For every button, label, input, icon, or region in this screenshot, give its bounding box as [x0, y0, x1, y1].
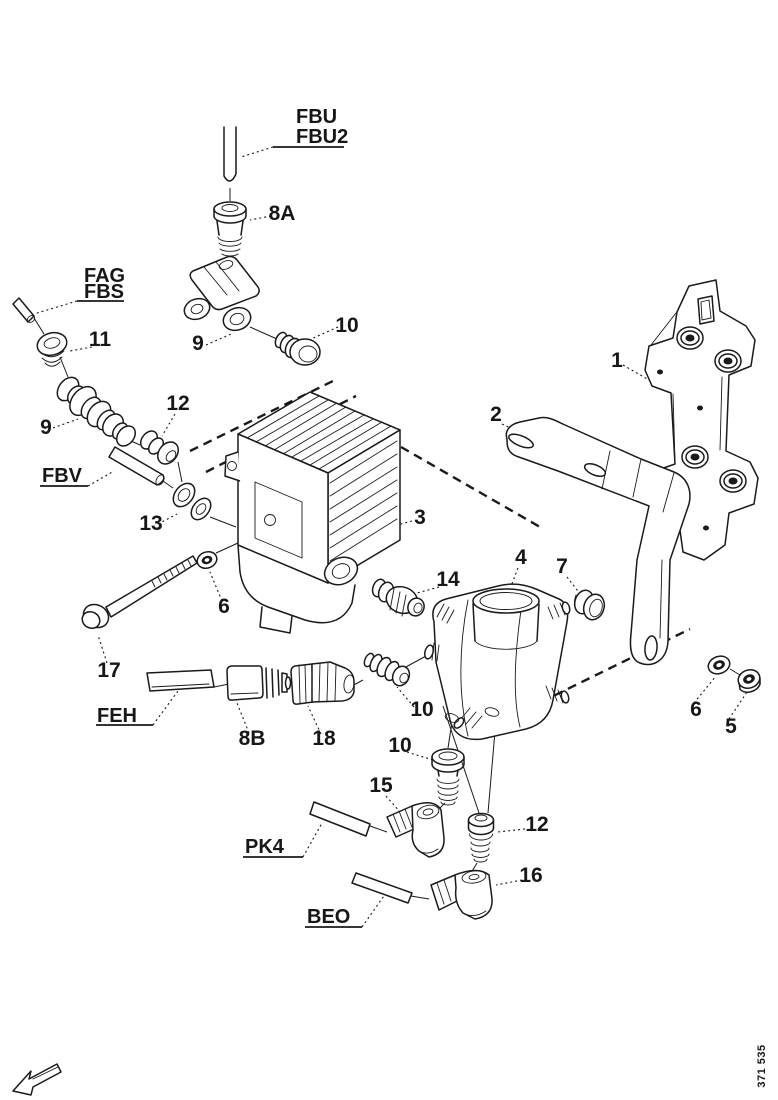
- callout-16: 16: [519, 864, 542, 887]
- part-5-nut: [737, 668, 761, 693]
- callout-9-top: 9: [192, 332, 204, 355]
- callout-2: 2: [490, 403, 502, 426]
- hose-fag-fbs-tube: [12, 297, 36, 323]
- callout-6-left: 6: [218, 595, 230, 618]
- part-9-manifold-top: [183, 255, 260, 332]
- callout-11: 11: [89, 328, 112, 351]
- callout-12-upper: 12: [166, 392, 189, 415]
- port-label-FAG: FAG: [84, 265, 125, 287]
- part-10-fitting-top: [274, 331, 321, 366]
- part-15-elbow: [386, 802, 445, 858]
- hose-beo-tube: [351, 872, 413, 904]
- hose-fbu-tube: [223, 126, 237, 182]
- port-label-FBS: FBS: [84, 281, 124, 303]
- callout-14: 14: [436, 568, 460, 591]
- part-2-bracket-arm: [505, 416, 691, 666]
- bracket-bushings: [676, 326, 747, 493]
- part-17-bolt: [81, 555, 198, 630]
- callout-1: 1: [611, 349, 623, 372]
- callout-8B: 8B: [239, 727, 266, 750]
- part-9-fitting-left: [56, 376, 137, 447]
- callout-15: 15: [369, 774, 393, 797]
- arrow-down-left-icon: [12, 1063, 62, 1096]
- part-4-chamber-body: [423, 583, 571, 741]
- part-18-fitting: [290, 661, 355, 705]
- part-8b-fitting: [226, 665, 292, 701]
- part-10-fitting-bottom: [431, 748, 465, 806]
- callout-10-left: 10: [410, 698, 433, 721]
- part-6-washer-left: [196, 550, 218, 570]
- part-11-grommet: [36, 331, 68, 367]
- callout-9-left: 9: [40, 416, 52, 439]
- port-label-FBU: FBU: [296, 106, 337, 128]
- hose-feh-tube: [146, 669, 215, 692]
- port-label-PK4: PK4: [245, 836, 285, 858]
- callout-10-top: 10: [335, 314, 358, 337]
- callout-13: 13: [139, 512, 162, 535]
- callout-3: 3: [414, 506, 426, 529]
- doc-number: 371 535: [756, 1044, 768, 1087]
- port-label-underlines: [33, 146, 387, 928]
- part-10-fitting-left: [363, 652, 411, 687]
- callout-5: 5: [725, 715, 737, 738]
- part-8a-fitting: [213, 201, 247, 257]
- part-6-washer-right: [707, 655, 731, 675]
- part-14-fitting: [371, 578, 425, 617]
- part-7-plug: [573, 589, 606, 621]
- port-label-BEO: BEO: [307, 906, 350, 928]
- port-label-FBU2: FBU2: [296, 126, 348, 148]
- callout-6-right: 6: [690, 698, 702, 721]
- port-label-FEH: FEH: [97, 705, 137, 727]
- part-16-elbow: [430, 869, 493, 920]
- callout-4: 4: [515, 546, 527, 569]
- callout-7: 7: [556, 555, 568, 578]
- callout-17: 17: [97, 659, 120, 682]
- callout-18: 18: [312, 727, 336, 750]
- callout-10-bottom: 10: [388, 734, 411, 757]
- part-13-coupling: [172, 482, 212, 521]
- hose-fbv-tube: [108, 446, 165, 486]
- callout-12-lower: 12: [525, 813, 548, 836]
- port-label-FBV: FBV: [42, 465, 83, 487]
- callout-8A: 8A: [269, 202, 296, 225]
- part-12-fitting-upper: [139, 430, 179, 465]
- part-3-valve-body: [224, 391, 401, 634]
- part-12-fitting-lower: [467, 812, 495, 863]
- hose-pk4-tube: [309, 801, 371, 837]
